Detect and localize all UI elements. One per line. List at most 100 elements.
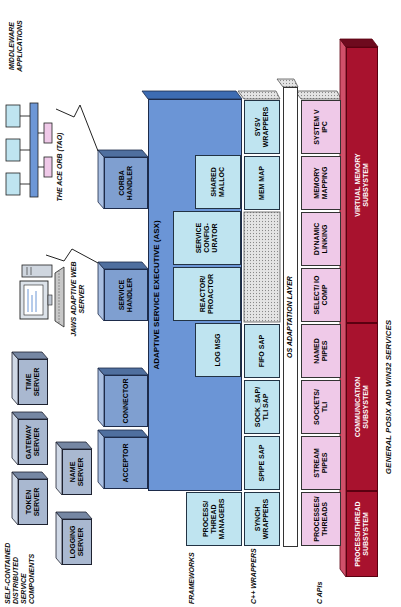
box-text: GATEWAY SERVER bbox=[25, 422, 41, 462]
key-row bbox=[59, 271, 60, 323]
screen-line bbox=[36, 291, 37, 312]
box-text: ADAPTIVE SERVICE EXECUTIVE (ASX) bbox=[152, 102, 161, 488]
orb-client bbox=[6, 173, 20, 195]
subsystem-bar: VIRTUAL MEMORY SUBSYSTEM bbox=[346, 47, 378, 323]
application-label: JAWS ADAPTIVE WEB SERVER bbox=[70, 259, 86, 339]
box-text: DYNAMIC LINKING bbox=[313, 215, 329, 263]
orb-object bbox=[44, 123, 52, 143]
box-text: NAME SERVER bbox=[69, 452, 85, 492]
lightning-link bbox=[46, 249, 98, 263]
server-cube: TIME SERVER bbox=[18, 359, 48, 405]
box-text: SOCKETS/ TLI bbox=[313, 383, 329, 431]
subsystem-bar: PROCESS/THREAD SUBSYSTEM bbox=[346, 491, 378, 577]
executive-side-face bbox=[142, 91, 242, 99]
orb-wire bbox=[20, 116, 30, 117]
tower bbox=[22, 265, 52, 277]
box-side bbox=[98, 368, 148, 375]
shaded-base bbox=[244, 212, 280, 322]
box-text: CONNECTOR bbox=[122, 378, 130, 424]
server-cube: GATEWAY SERVER bbox=[18, 419, 48, 465]
box-text: SERVICE CONFIG- URATOR bbox=[195, 214, 219, 262]
group-label: SELF-CONTAINED DISTRIBUTED SERVICE COMPO… bbox=[4, 528, 36, 604]
box-text: SERVICE HANDLER bbox=[118, 272, 134, 318]
box-text: SOCK_SAP/ TLI SAP bbox=[254, 383, 270, 431]
layer-label: C++ WRAPPERS bbox=[250, 548, 258, 604]
orb-wire bbox=[20, 150, 30, 151]
box-text: SYSTEM V IPC bbox=[313, 103, 329, 151]
box-text: SPIPE SAP bbox=[258, 439, 266, 487]
wrapper-box: PROCESS/ THREAD MANAGERS bbox=[186, 492, 242, 546]
c-api-box: PROCESSES/ THREADS bbox=[301, 492, 341, 546]
c-api-box: SOCKETS/ TLI bbox=[301, 380, 341, 434]
box-text: VIRTUAL MEMORY SUBSYSTEM bbox=[354, 144, 370, 226]
box-text: MEMORY MAPPING bbox=[313, 159, 329, 207]
box-text: LOG MSG bbox=[214, 326, 222, 374]
c-api-box: MEMORY MAPPING bbox=[301, 156, 341, 210]
framework-box: ACCEPTOR bbox=[104, 437, 148, 489]
orb-bus bbox=[30, 103, 38, 197]
server-cube: NAME SERVER bbox=[62, 449, 92, 495]
box-text: TOKEN SERVER bbox=[25, 482, 41, 522]
box-side bbox=[98, 430, 148, 437]
framework-box: CORBA HANDLER bbox=[104, 157, 148, 209]
wrapper-side-face bbox=[238, 91, 280, 99]
drive-slot bbox=[31, 267, 32, 275]
orb-client bbox=[6, 139, 20, 161]
server-cube: TOKEN SERVER bbox=[18, 479, 48, 525]
box-text: SYSV WRAPPERS bbox=[254, 103, 270, 151]
api-side-face bbox=[295, 91, 341, 99]
box-text: SELECT/ IO COMP bbox=[313, 271, 329, 319]
c-api-box: NAMED PIPES bbox=[301, 324, 341, 378]
box-text: PROCESSES/ THREADS bbox=[313, 495, 329, 543]
keyboard bbox=[55, 267, 64, 327]
orb-illustration bbox=[6, 103, 52, 197]
orb-wire bbox=[38, 167, 44, 168]
framework-box: SERVICE HANDLER bbox=[104, 269, 148, 321]
wrapper-box: SOCK_SAP/ TLI SAP bbox=[244, 380, 280, 434]
cube-side bbox=[56, 442, 92, 449]
group-label: MIDDLEWARE APPLICATIONS bbox=[8, 5, 24, 87]
cube-side bbox=[56, 512, 92, 519]
box-text: SYNCH WRAPPERS bbox=[254, 495, 270, 543]
framework-component-box: REACTOR/ PROACTOR bbox=[173, 267, 241, 321]
box-text: LOGGING SERVER bbox=[69, 522, 85, 562]
box-text: NAMED PIPES bbox=[313, 327, 329, 375]
wrapper-box: FIFO SAP bbox=[244, 324, 280, 378]
wrapper-box: SYSV WRAPPERS bbox=[244, 100, 280, 154]
wrapper-box: SPIPE SAP bbox=[244, 436, 280, 490]
web-server-illustration bbox=[20, 265, 64, 327]
box-text: PROCESS/ THREAD MANAGERS bbox=[202, 495, 226, 543]
drive-slot bbox=[27, 267, 28, 275]
orb-wire bbox=[38, 133, 44, 134]
cube-side bbox=[12, 472, 48, 479]
adaptation-layer-band: OS ADAPTATION LAYER bbox=[283, 87, 298, 547]
box-text: COMMUNICATION SUBSYSTEM bbox=[354, 366, 370, 448]
screen-line bbox=[32, 295, 33, 312]
c-api-box: SYSTEM V IPC bbox=[301, 100, 341, 154]
service-executive-band: LOG MSG REACTOR/ PROACTOR SERVICE CONFIG- … bbox=[148, 99, 242, 491]
layer-label: GENERAL POSIX AND WIN32 SERVICES bbox=[384, 267, 393, 527]
orb-wire bbox=[20, 184, 30, 185]
box-text: ACCEPTOR bbox=[122, 440, 130, 486]
c-api-box: STREAM PIPES bbox=[301, 436, 341, 490]
screen-line bbox=[28, 289, 29, 312]
framework-component-box: SHARED MALLOC bbox=[195, 155, 241, 209]
monitor bbox=[20, 281, 48, 319]
box-text: TIME SERVER bbox=[25, 362, 41, 402]
box-side bbox=[98, 150, 148, 157]
box-text: OS ADAPTATION LAYER bbox=[286, 90, 294, 544]
box-text: STREAM PIPES bbox=[313, 439, 329, 487]
server-cube: LOGGING SERVER bbox=[62, 519, 92, 565]
application-label: THE ACE ORB (TAO) bbox=[56, 132, 64, 202]
cube-side bbox=[12, 412, 48, 419]
base-side-face bbox=[340, 39, 378, 47]
screen bbox=[24, 285, 43, 315]
framework-side-faces bbox=[98, 150, 148, 437]
box-text: SHARED MALLOC bbox=[210, 158, 226, 206]
box-text: CORBA HANDLER bbox=[118, 160, 134, 206]
layer-label: C APIs bbox=[316, 548, 324, 604]
c-api-box: DYNAMIC LINKING bbox=[301, 212, 341, 266]
box-text: PROCESS/THREAD SUBSYSTEM bbox=[354, 494, 370, 574]
orb-object bbox=[44, 157, 52, 177]
